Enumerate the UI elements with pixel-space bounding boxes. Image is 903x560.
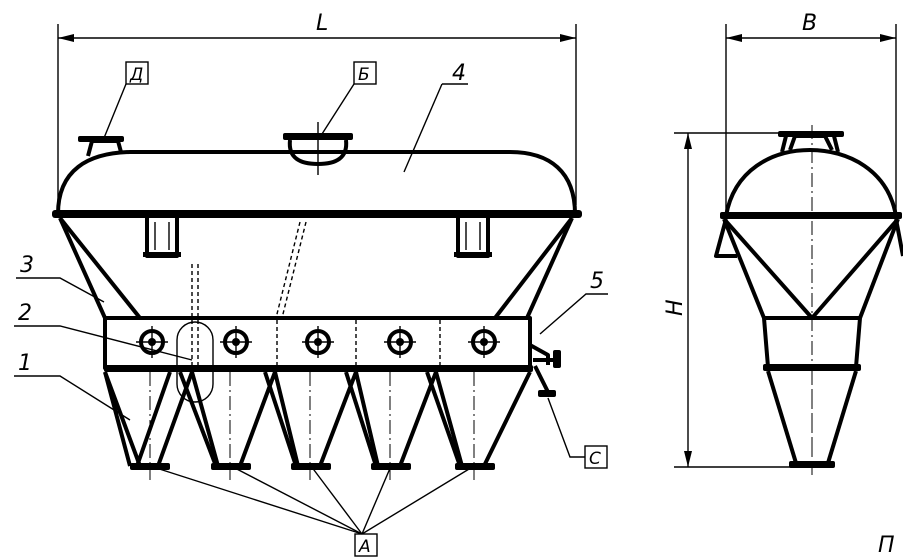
callout-c: С [547, 397, 608, 469]
side-nozzle-5 [529, 343, 561, 397]
svg-text:4: 4 [452, 61, 466, 86]
callout-1: 1 [14, 351, 131, 421]
support-lug-left [143, 218, 181, 258]
vessel-flange-main [52, 210, 582, 218]
dimension-height: H [663, 132, 800, 468]
front-view: L [14, 11, 608, 557]
hopper-row [103, 371, 532, 480]
callout-3: 3 [16, 253, 105, 303]
nozzle-d-flange [78, 136, 124, 142]
svg-text:2: 2 [18, 301, 32, 326]
svg-text:A: A [358, 537, 371, 557]
side-view: B H [663, 11, 903, 478]
svg-text:1: 1 [18, 351, 32, 376]
cut-text: П [878, 533, 895, 558]
viewport-row [136, 326, 500, 358]
inspection-hatch [176, 321, 214, 403]
cone-right-side [525, 217, 574, 319]
svg-text:B: B [802, 11, 817, 36]
svg-text:С: С [589, 449, 601, 469]
callout-2: 2 [14, 301, 193, 361]
svg-text:H: H [663, 299, 688, 316]
side-dome [724, 148, 898, 217]
svg-text:Д: Д [129, 65, 143, 85]
dimension-label-length: L [316, 11, 328, 36]
svg-text:Б: Б [358, 65, 370, 85]
vessel-top-body [56, 150, 577, 215]
svg-text:3: 3 [20, 253, 34, 278]
callout-a: A [149, 465, 475, 557]
callout-5: 5 [539, 269, 608, 335]
callout-4: 4 [403, 61, 468, 173]
callout-d: Д [103, 61, 149, 139]
dimension-length: L [57, 11, 577, 205]
dimension-width: B [725, 11, 897, 215]
svg-text:5: 5 [590, 269, 604, 294]
callout-b: Б [321, 61, 377, 135]
cone-left-side [58, 217, 107, 319]
support-lug-right [454, 218, 492, 258]
